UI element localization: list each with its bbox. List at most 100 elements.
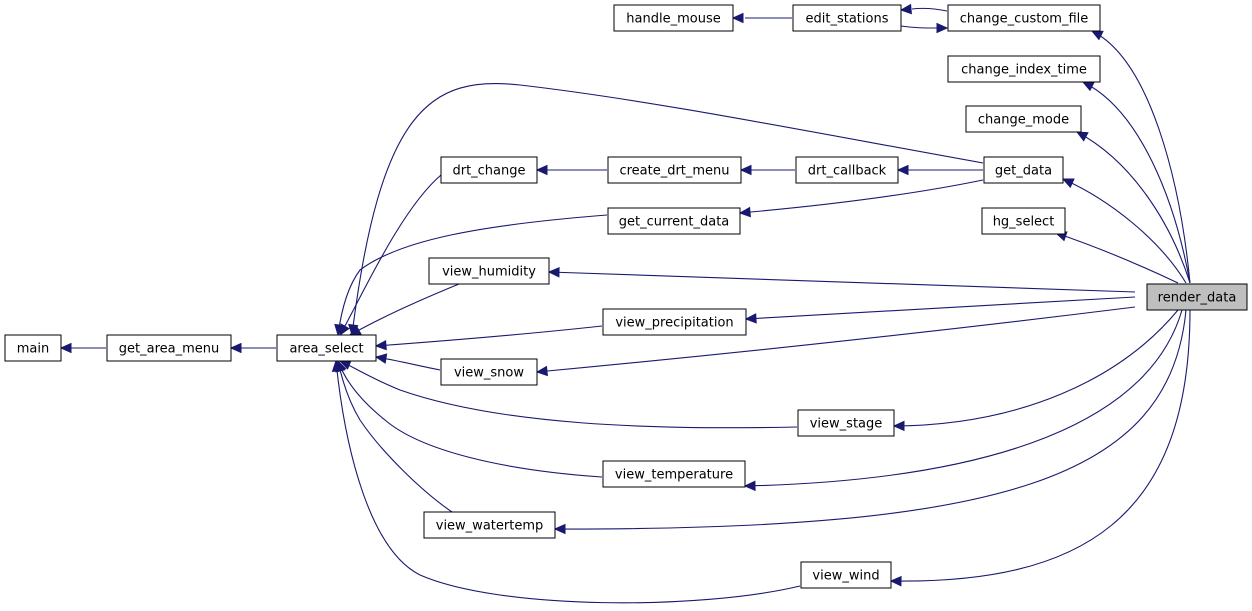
edge-render_data-to-view_humidity: [547, 267, 1136, 293]
edge-arrowhead: [1075, 131, 1089, 142]
edge-line: [337, 360, 603, 478]
edge-arrowhead: [744, 313, 757, 324]
nodes: handle_mouse edit_stations change_custom_f…: [4, 4, 1248, 589]
edge-edit_stations-to-handle_mouse: [731, 12, 792, 24]
edge-render_data-to-view_stage: [892, 309, 1179, 432]
node-edit-stations[interactable]: edit_stations: [792, 4, 902, 32]
edge-create_drt_menu-to-drt_change: [535, 164, 607, 176]
node-box: [4, 334, 62, 362]
edge-arrowhead: [743, 480, 756, 492]
node-label: change_custom_file: [960, 12, 1089, 27]
node-view-wind[interactable]: view_wind: [800, 561, 892, 589]
node-box: [947, 4, 1101, 32]
node-box: [981, 207, 1066, 235]
node-render-data[interactable]: render_data: [1146, 283, 1248, 311]
edge-edit_stations-to-change_custom_file: [900, 22, 949, 34]
edge-arrowhead: [1081, 81, 1095, 92]
node-label: area_select: [289, 342, 363, 357]
node-box: [602, 460, 746, 488]
edge-get_area_menu-to-main: [59, 342, 106, 354]
edge-view_precipitation-to-area_select: [374, 325, 603, 351]
node-area-select[interactable]: area_select: [276, 334, 377, 362]
node-get-area-menu[interactable]: get_area_menu: [106, 334, 232, 362]
node-create-drt-menu[interactable]: create_drt_menu: [607, 156, 742, 184]
edge-arrowhead: [229, 342, 242, 354]
edge-line: [536, 306, 1136, 373]
edge-line: [375, 325, 603, 347]
node-box: [607, 156, 742, 184]
node-main[interactable]: main: [4, 334, 62, 362]
node-change-mode[interactable]: change_mode: [965, 105, 1082, 133]
edge-arrowhead: [374, 339, 387, 351]
node-view-humidity[interactable]: view_humidity: [428, 257, 550, 285]
edge-render_data-to-view_wind: [889, 309, 1191, 587]
node-drt-change[interactable]: drt_change: [440, 156, 538, 184]
node-handle-mouse[interactable]: handle_mouse: [613, 4, 734, 32]
edge-line: [337, 360, 453, 513]
node-view-temperature[interactable]: view_temperature: [602, 460, 746, 488]
node-get-current-data[interactable]: get_current_data: [607, 207, 741, 235]
edge-arrowhead: [731, 12, 744, 24]
node-box: [428, 257, 550, 285]
edge-arrowhead: [59, 342, 72, 354]
edge-arrowhead: [899, 3, 912, 15]
edge-line: [339, 360, 798, 429]
edge-view_wind-to-area_select: [331, 359, 801, 604]
node-box: [613, 4, 734, 32]
node-drt-callback[interactable]: drt_callback: [795, 156, 899, 184]
node-box: [795, 156, 899, 184]
edge-line: [351, 82, 984, 336]
edge-line: [745, 296, 1136, 320]
edge-view_watertemp-to-area_select: [335, 359, 453, 513]
edge-arrowhead: [739, 164, 752, 176]
edges: [59, 3, 1191, 604]
edge-arrowhead: [889, 575, 902, 587]
edge-get_data-to-get_current_data: [738, 179, 984, 218]
edge-line: [739, 179, 984, 214]
node-label: change_index_time: [961, 63, 1087, 78]
edge-render_data-to-get_data: [1061, 178, 1187, 284]
edge-area_select-to-get_area_menu: [229, 342, 276, 354]
edge-render_data-to-hg_select: [1054, 231, 1179, 284]
edge-line: [900, 25, 938, 29]
edge-render_data-to-view_precipitation: [744, 296, 1136, 324]
edge-line: [554, 309, 1187, 530]
node-label: handle_mouse: [626, 12, 720, 27]
edge-arrowhead: [535, 164, 548, 176]
edge-get_current_data-to-area_select: [334, 214, 608, 337]
node-view-stage[interactable]: view_stage: [797, 409, 895, 437]
node-box: [607, 207, 741, 235]
node-box: [423, 511, 556, 539]
edge-line: [893, 309, 1179, 427]
node-change-index-time[interactable]: change_index_time: [947, 55, 1101, 83]
edge-arrowhead: [331, 359, 343, 372]
node-label: change_mode: [978, 113, 1069, 128]
edge-line: [349, 283, 460, 336]
node-label: get_area_menu: [119, 342, 219, 357]
node-hg-select[interactable]: hg_select: [981, 207, 1066, 235]
node-label: drt_change: [452, 164, 525, 179]
node-label: view_precipitation: [615, 316, 733, 331]
node-label: view_watertemp: [436, 519, 544, 534]
edge-view_stage-to-area_select: [338, 359, 798, 429]
node-label: view_humidity: [442, 265, 536, 280]
edge-line: [890, 309, 1191, 582]
node-view-watertemp[interactable]: view_watertemp: [423, 511, 556, 539]
edge-arrowhead: [896, 164, 909, 176]
node-change-custom-file[interactable]: change_custom_file: [947, 4, 1101, 32]
node-box: [276, 334, 377, 362]
node-get-data[interactable]: get_data: [983, 156, 1064, 184]
edge-line: [1091, 30, 1191, 284]
edge-arrowhead: [553, 523, 566, 535]
edge-line: [337, 214, 608, 336]
node-box: [1146, 283, 1248, 311]
node-label: view_wind: [812, 569, 879, 584]
node-view-snow[interactable]: view_snow: [440, 358, 538, 386]
edge-render_data-to-view_temperature: [743, 309, 1183, 492]
edge-arrowhead: [738, 206, 751, 218]
edge-view_snow-to-area_select: [374, 353, 441, 371]
edge-render_data-to-view_snow: [535, 306, 1136, 377]
node-view-precipitation[interactable]: view_precipitation: [602, 308, 747, 336]
edge-drt_callback-to-create_drt_menu: [739, 164, 795, 176]
